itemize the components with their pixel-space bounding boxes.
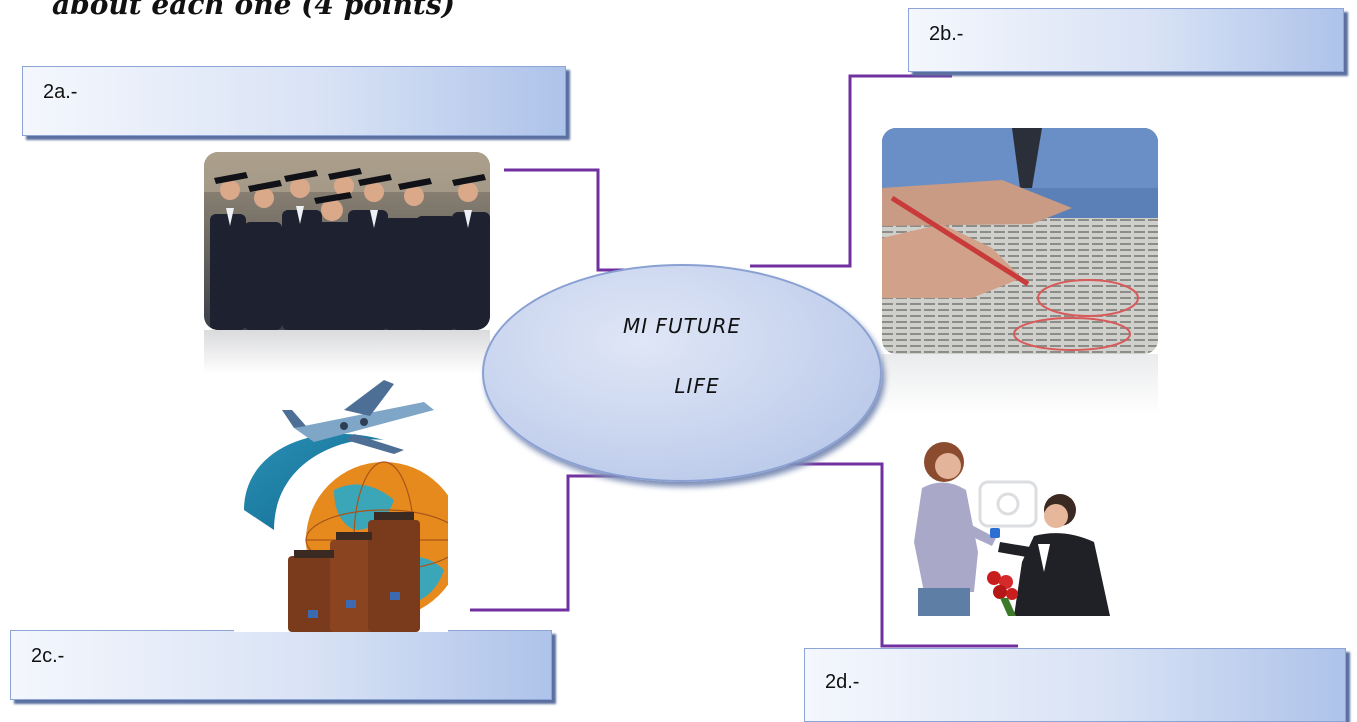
connector-2a (504, 168, 690, 272)
answer-box-2a[interactable]: 2a.- (22, 66, 566, 136)
answer-box-2d[interactable]: 2d.- (804, 648, 1346, 722)
central-title-line1: MI FUTURE (622, 314, 742, 338)
graduates-photo (204, 152, 490, 374)
central-topic-ellipse: MI FUTURE LIFE (482, 264, 882, 482)
marriage-proposal-photo (904, 432, 1120, 616)
answer-box-2b[interactable]: 2b.- (908, 8, 1344, 72)
answer-box-2c[interactable]: 2c.- (10, 630, 552, 700)
airplane-globe-luggage-illustration (234, 380, 448, 632)
central-title-line2: LIFE (674, 374, 720, 398)
connector-2b (750, 74, 952, 268)
connector-2d (748, 462, 1018, 648)
newspaper-job-ads-photo (882, 128, 1158, 414)
instruction-text: about each one (4 points) (52, 0, 455, 21)
connector-2c (470, 474, 664, 612)
